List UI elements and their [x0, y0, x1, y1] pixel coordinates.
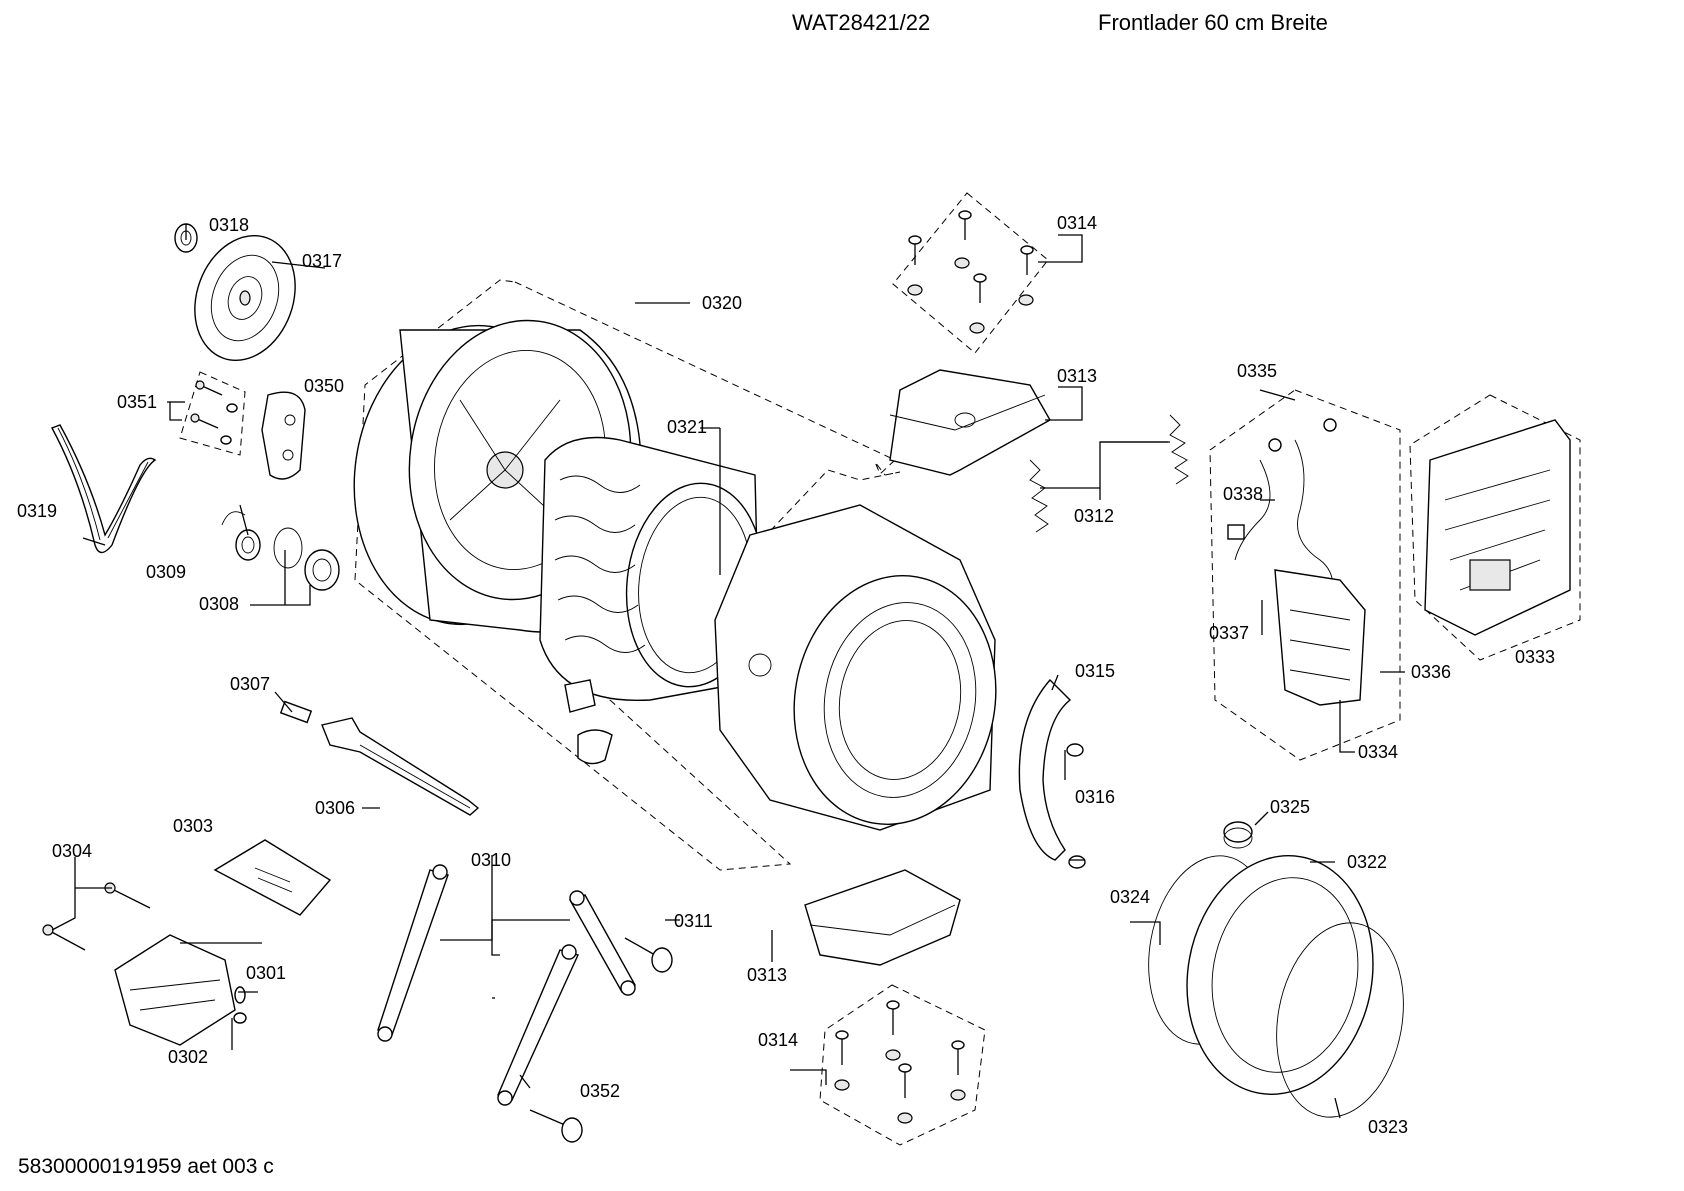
label-0325: 0325 — [1270, 797, 1310, 817]
hose-clamp-0325 — [1223, 821, 1253, 849]
carbon-brush-0301 — [234, 986, 246, 1004]
label-0316: 0316 — [1075, 787, 1115, 807]
label-0314-bottom: 0314 — [758, 1030, 798, 1050]
screws-0304 — [42, 882, 151, 951]
shock-absorbers-0310 — [377, 864, 636, 1106]
label-0336: 0336 — [1411, 662, 1451, 682]
leader-lines — [51, 224, 1405, 1119]
label-0334: 0334 — [1358, 742, 1398, 762]
label-0321: 0321 — [667, 417, 707, 437]
label-0310: 0310 — [471, 850, 511, 870]
counterweight-0313-bottom — [804, 869, 961, 966]
clip-0302 — [233, 1012, 247, 1024]
drum-lifter-parts — [564, 679, 613, 765]
drive-motor — [114, 934, 236, 1046]
label-0311: 0311 — [674, 911, 713, 931]
cover-sheet-0303 — [213, 839, 332, 916]
label-0307: 0307 — [230, 674, 270, 694]
label-0335: 0335 — [1237, 361, 1277, 381]
clamp-ring-0323 — [1276, 922, 1404, 1118]
control-module-0333 — [1424, 419, 1571, 636]
drive-pulley-0317 — [194, 234, 296, 362]
door-seal-0322 — [1186, 855, 1374, 1095]
bearing-0309 — [221, 511, 261, 561]
bolt-0352 — [529, 1109, 583, 1143]
document-code: 58300000191959 aet 003 c — [18, 1155, 274, 1178]
label-0351: 0351 — [117, 392, 157, 412]
label-0302: 0302 — [168, 1047, 208, 1067]
label-0338: 0338 — [1223, 484, 1263, 504]
part-labels: 0318 0317 0320 0314 0313 0335 0350 0351 … — [17, 213, 1555, 1137]
mounting-bolts-0314-bottom — [834, 1000, 966, 1124]
group-outline-0333 — [1409, 394, 1581, 661]
label-0309: 0309 — [146, 562, 186, 582]
model-number: WAT28421/22 — [792, 10, 931, 35]
label-0313-top: 0313 — [1057, 366, 1097, 386]
label-0303: 0303 — [173, 816, 213, 836]
label-0308: 0308 — [199, 594, 239, 614]
label-0333: 0333 — [1515, 647, 1555, 667]
label-0319: 0319 — [17, 501, 57, 521]
model-description: Frontlader 60 cm Breite — [1098, 10, 1328, 35]
group-outline-0320 — [354, 279, 901, 871]
bolt-0311 — [624, 937, 673, 973]
heating-element-0306 — [321, 717, 480, 816]
label-0324: 0324 — [1110, 887, 1150, 907]
drive-belt-0319 — [51, 424, 157, 554]
door-seal-bracket-0315 — [1018, 678, 1072, 861]
counterweight-0350 — [261, 391, 306, 480]
group-outline-0314-bottom — [819, 984, 986, 1146]
screws-0316 — [1066, 743, 1086, 869]
label-0304: 0304 — [52, 841, 92, 861]
electronic-module-0336 — [1274, 569, 1366, 706]
label-0314-top: 0314 — [1057, 213, 1097, 233]
wiring-harness-0335 — [1227, 418, 1337, 611]
label-0337: 0337 — [1209, 623, 1249, 643]
bearing-set-0308 — [273, 527, 340, 591]
label-0318: 0318 — [209, 215, 249, 235]
label-0317: 0317 — [302, 251, 342, 271]
label-0306: 0306 — [315, 798, 355, 818]
label-0312: 0312 — [1074, 506, 1114, 526]
label-0301: 0301 — [246, 963, 286, 983]
group-outline-0335-0336 — [1209, 389, 1401, 761]
front-tub — [714, 504, 997, 831]
label-0315: 0315 — [1075, 661, 1115, 681]
group-outline-0351 — [179, 371, 246, 456]
label-0313-bottom: 0313 — [747, 965, 787, 985]
label-0320: 0320 — [702, 293, 742, 313]
screws-0351 — [190, 380, 238, 445]
label-0352: 0352 — [580, 1081, 620, 1101]
label-0350: 0350 — [304, 376, 344, 396]
mounting-bolts-0314-top — [907, 210, 1034, 334]
label-0323: 0323 — [1368, 1117, 1408, 1137]
counterweight-0313-top — [889, 369, 1051, 476]
label-0322: 0322 — [1347, 852, 1387, 872]
springs-0312 — [1029, 414, 1189, 533]
